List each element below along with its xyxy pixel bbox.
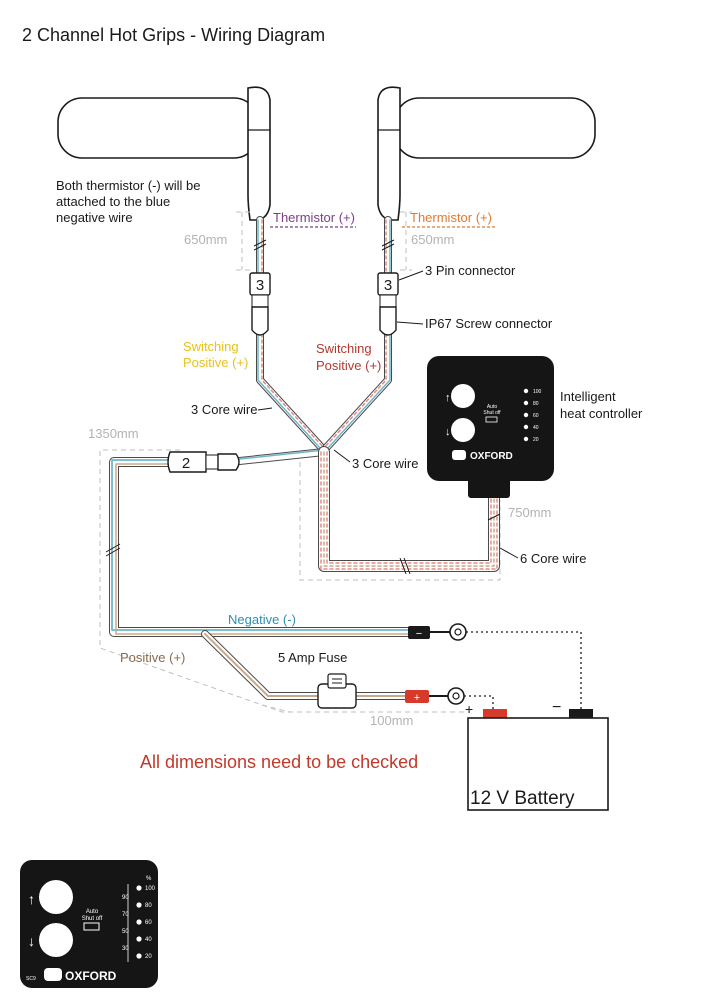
thermistor-left-label: Thermistor (+) (273, 210, 355, 225)
closeup-pct-80: 80 (145, 903, 152, 909)
pin-connector-label: 3 Pin connector (425, 263, 516, 278)
battery-plus-sign: + (465, 701, 473, 717)
wire-break-marks (105, 239, 501, 575)
closeup-pct-100: 100 (145, 886, 156, 892)
dimensions-warning: All dimensions need to be checked (140, 752, 418, 772)
oxford-logo: OXFORD (452, 450, 513, 462)
core-wire-6-label: 6 Core wire (520, 551, 586, 566)
closeup-temp-50: 50 (122, 929, 129, 935)
closeup-oxford-logo: OXFORD (44, 968, 117, 983)
auto-shutoff-label-2: Shut off (483, 410, 501, 416)
down-button[interactable] (451, 418, 475, 442)
left-connector-number: 3 (256, 277, 264, 294)
closeup-pct-40: 40 (145, 937, 152, 943)
closeup-up-arrow-icon: ↑ (28, 891, 35, 907)
dim-main-loom: 1350mm (88, 426, 139, 441)
up-arrow-icon: ↑ (445, 392, 451, 404)
down-arrow-icon: ↓ (445, 426, 451, 438)
pct-40: 40 (533, 425, 539, 431)
page-title: 2 Channel Hot Grips - Wiring Diagram (22, 25, 325, 45)
switching-left-1: Switching (183, 339, 239, 354)
right-3pin-connector: 3 (377, 272, 399, 336)
switching-right-1: Switching (316, 341, 372, 356)
dim-left-grip: 650mm (184, 232, 227, 247)
screw-connector-label: IP67 Screw connector (425, 316, 553, 331)
negative-terminal-sign: − (416, 628, 422, 640)
fuse-holder (317, 673, 357, 709)
closeup-pct-60: 60 (145, 920, 152, 926)
battery-icon (485, 416, 498, 423)
battery-label: 12 V Battery (470, 788, 575, 809)
closeup-auto-label-1: Auto (86, 909, 99, 915)
negative-terminal: − (408, 623, 582, 709)
controller-closeup: ↑ ↓ Auto Shut off 90 70 50 30 % 100 80 6… (20, 860, 158, 988)
switching-left-2: Positive (+) (183, 355, 248, 370)
closeup-auto-label-2: Shut off (82, 916, 103, 922)
pct-20: 20 (533, 437, 539, 443)
main-2pin-connector: 2 (167, 451, 240, 473)
fuse-label: 5 Amp Fuse (278, 650, 347, 665)
battery-negative-terminal (569, 709, 593, 719)
switching-right-2: Positive (+) (316, 358, 381, 373)
led-column (523, 388, 529, 442)
brand-name: OXFORD (470, 451, 513, 462)
left-grip (57, 86, 271, 221)
negative-label: Negative (-) (228, 612, 296, 627)
core-wire-3-mid-label: 3 Core wire (352, 456, 418, 471)
closeup-percent-unit: % (146, 876, 152, 882)
dim-fuse-lead: 100mm (370, 713, 413, 728)
dim-right-grip: 650mm (411, 232, 454, 247)
up-button[interactable] (451, 384, 475, 408)
battery-positive-terminal (483, 709, 507, 719)
thermistor-right-label: Thermistor (+) (410, 210, 492, 225)
closeup-model: SC9 (26, 976, 36, 982)
closeup-battery-icon (83, 922, 100, 931)
thermistor-note-1: Both thermistor (-) will be (56, 178, 200, 193)
closeup-temp-30: 30 (122, 946, 129, 952)
closeup-brand-name: OXFORD (65, 969, 117, 983)
closeup-up-button[interactable] (39, 880, 73, 914)
battery: 12 V Battery + − (465, 699, 609, 811)
battery-minus-sign: − (552, 699, 561, 716)
positive-terminal: + (405, 687, 494, 709)
pct-80: 80 (533, 401, 539, 407)
controller-label-2: heat controller (560, 406, 643, 421)
pct-100: 100 (533, 389, 542, 395)
left-3pin-connector: 3 (249, 272, 271, 336)
main-connector-number: 2 (182, 455, 190, 472)
core-wire-3-left-label: 3 Core wire (191, 402, 257, 417)
thermistor-note-2: attached to the blue (56, 194, 170, 209)
positive-terminal-sign: + (414, 692, 420, 704)
closeup-down-arrow-icon: ↓ (28, 933, 35, 949)
auto-shutoff-label: Auto (487, 404, 498, 410)
right-grip (377, 86, 596, 221)
dimension-guides (99, 211, 501, 713)
closeup-down-button[interactable] (39, 923, 73, 957)
right-connector-number: 3 (384, 277, 392, 294)
dim-controller-lead: 750mm (508, 505, 551, 520)
pct-60: 60 (533, 413, 539, 419)
controller-label-1: Intelligent (560, 389, 616, 404)
closeup-temp-70: 70 (122, 912, 129, 918)
thermistor-note-3: negative wire (56, 210, 133, 225)
heat-controller: ↑ ↓ Auto Shut off 100 80 60 40 20 OXFORD (427, 356, 554, 498)
closeup-pct-20: 20 (145, 954, 152, 960)
closeup-temp-90: 90 (122, 895, 129, 901)
positive-label: Positive (+) (120, 650, 185, 665)
